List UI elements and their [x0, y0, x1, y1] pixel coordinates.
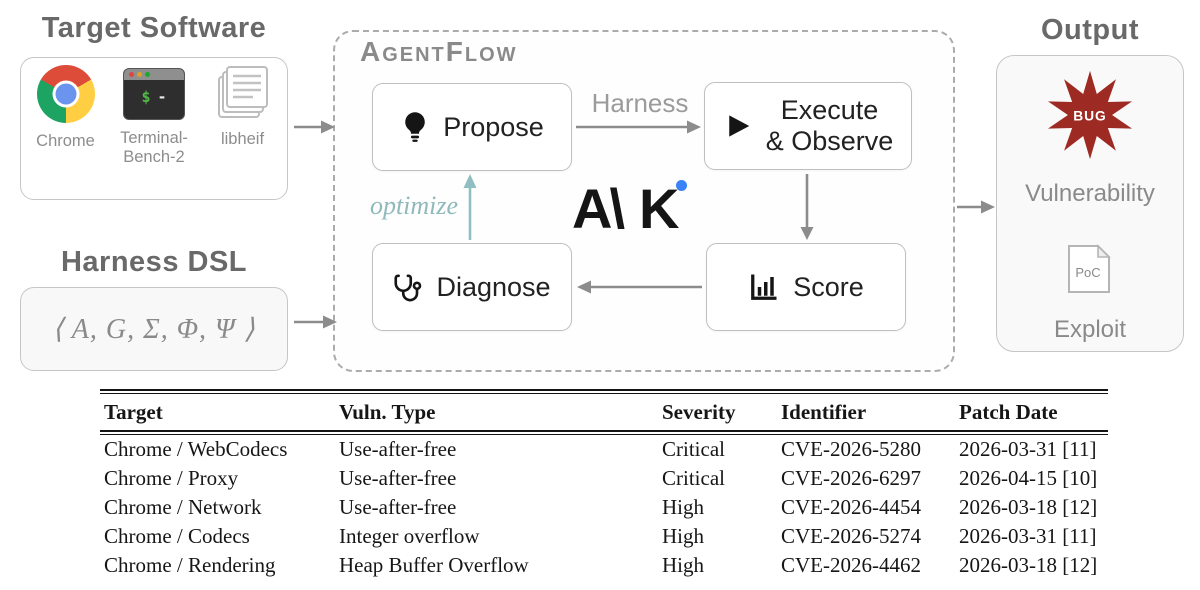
table-top-rule [100, 389, 1108, 394]
arrow-agentflow-to-output [957, 200, 995, 214]
diagnose-label: Diagnose [436, 271, 551, 302]
poc-file-icon: PoC [1068, 244, 1111, 293]
target-item-chrome: Chrome [23, 65, 109, 151]
table-header-row: Target Vuln. Type Severity Identifier Pa… [100, 394, 1108, 430]
target-item-libheif: libheif [200, 65, 286, 149]
lightbulb-icon [405, 112, 425, 142]
terminal-icon: $ - [123, 68, 185, 120]
col-header-identifier: Identifier [781, 399, 867, 424]
target-software-items: Chrome $ - Terminal- Bench-2 [20, 57, 288, 200]
harness-dsl-title: Harness DSL [60, 246, 247, 278]
vulnerability-label: Vulnerability [1025, 180, 1155, 207]
harness-edge-label: Harness [591, 88, 689, 118]
execute-observe-label: Execute & Observe [765, 94, 894, 156]
chrome-label: Chrome [36, 132, 95, 150]
col-header-target: Target [104, 399, 163, 424]
anthropic-logo: A\ [572, 177, 625, 240]
col-header-patch-date: Patch Date [959, 399, 1058, 424]
table-row: Chrome / WebCodecs Use-after-free Critic… [104, 437, 1097, 461]
kimi-dot-icon [676, 180, 688, 191]
diagnose-node: Diagnose [372, 243, 572, 331]
target-software-title: Target Software [41, 12, 267, 44]
propose-node: Propose [372, 83, 572, 171]
score-label: Score [793, 271, 864, 302]
col-header-vuln-type: Vuln. Type [339, 399, 436, 424]
optimize-edge-label: optimize [369, 191, 459, 220]
table-row: Chrome / Codecs Integer overflow High CV… [104, 524, 1097, 548]
model-logos: A\ K [572, 180, 704, 238]
chrome-icon [36, 65, 95, 123]
arrow-target-to-agentflow [294, 120, 335, 134]
poc-text: PoC [1075, 265, 1100, 280]
harness-dsl-panel [20, 287, 288, 371]
table-row: Chrome / Rendering Heap Buffer Overflow … [104, 553, 1098, 577]
exploit-label: Exploit [1053, 316, 1127, 343]
table-row: Chrome / Network Use-after-free High CVE… [104, 495, 1098, 519]
bar-chart-icon [751, 274, 777, 300]
libheif-label: libheif [220, 130, 265, 148]
propose-label: Propose [443, 111, 544, 142]
table-header-rule [100, 430, 1108, 435]
target-item-terminal-bench: $ - Terminal- Bench-2 [111, 65, 197, 167]
output-title: Output [1040, 14, 1139, 46]
score-node: Score [706, 243, 906, 331]
stacked-documents-icon [217, 66, 268, 118]
arrow-harnessdsl-to-agentflow [294, 315, 337, 329]
play-icon [728, 115, 749, 137]
terminal-bench-label: Terminal- Bench-2 [120, 129, 188, 166]
harness-dsl-formula: ⟨ A, G, Σ, Φ, Ψ ⟩ [52, 314, 256, 345]
kimi-logo: K [639, 180, 688, 237]
bug-text: BUG [1073, 109, 1106, 124]
bug-starburst-icon: BUG [1047, 70, 1133, 160]
stethoscope-icon [394, 274, 422, 302]
results-table: Target Vuln. Type Severity Identifier Pa… [100, 389, 1108, 580]
agentflow-title: AgentFlow [360, 36, 518, 67]
execute-observe-node: Execute & Observe [704, 82, 912, 170]
table-row: Chrome / Proxy Use-after-free Critical C… [104, 466, 1098, 490]
col-header-severity: Severity [662, 399, 736, 424]
